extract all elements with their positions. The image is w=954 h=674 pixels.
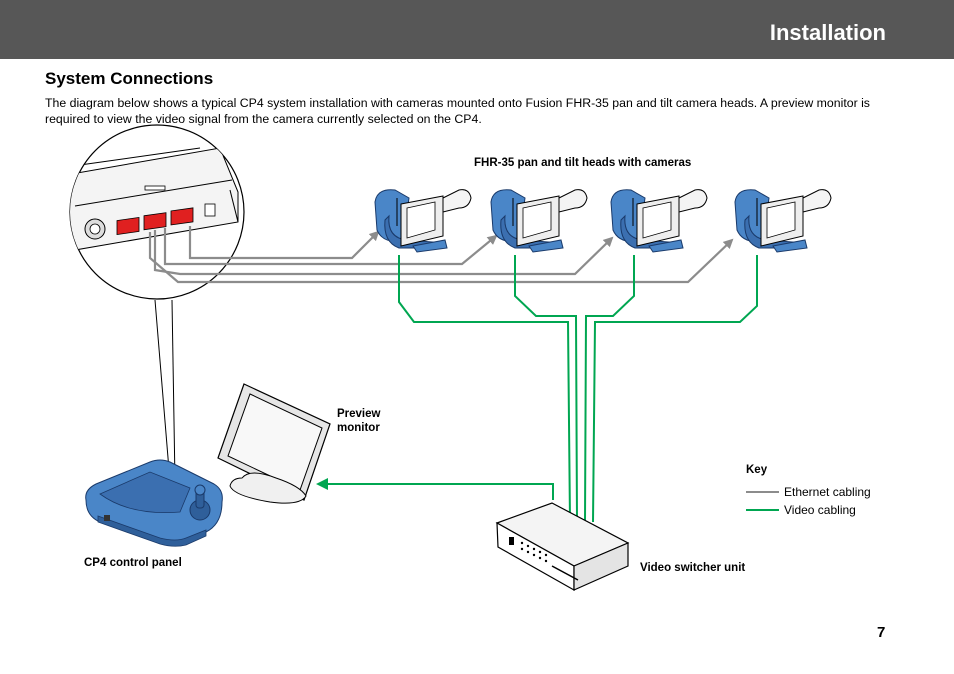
preview-monitor-label-line1: Preview bbox=[337, 408, 381, 420]
camera-head-3 bbox=[610, 189, 708, 253]
page-number: 7 bbox=[877, 624, 886, 641]
video-cable-2 bbox=[514, 255, 578, 523]
video-cable-monitor bbox=[316, 478, 554, 500]
ethernet-cables bbox=[148, 226, 734, 284]
key-video-label: Video cabling bbox=[784, 503, 856, 517]
switcher-label: Video switcher unit bbox=[640, 562, 746, 574]
ethernet-cable-2 bbox=[163, 228, 498, 266]
section-title: System Connections bbox=[45, 69, 214, 88]
camera-head-2 bbox=[490, 189, 588, 253]
ethernet-cable-1 bbox=[188, 226, 380, 260]
camera-head-1 bbox=[374, 189, 472, 253]
video-cable-1 bbox=[398, 255, 571, 523]
cameras-label: FHR-35 pan and tilt heads with cameras bbox=[474, 157, 692, 169]
key-title: Key bbox=[746, 464, 768, 476]
preview-monitor-label-line2: monitor bbox=[337, 422, 380, 434]
video-cable-3 bbox=[584, 255, 635, 523]
header-title: Installation bbox=[769, 20, 886, 45]
zoom-callout-lines bbox=[154, 299, 176, 483]
intro-paragraph: The diagram below shows a typical CP4 sy… bbox=[45, 96, 870, 126]
cp4-control-panel bbox=[85, 459, 223, 547]
ethernet-cable-4 bbox=[148, 232, 734, 284]
cameras-group bbox=[374, 189, 832, 253]
rear-panel-zoom bbox=[69, 124, 245, 300]
camera-head-4 bbox=[734, 189, 832, 253]
ethernet-cable-3 bbox=[153, 230, 614, 276]
control-panel-label: CP4 control panel bbox=[84, 557, 182, 569]
video-cable-4 bbox=[592, 255, 758, 523]
video-switcher-unit bbox=[495, 502, 630, 592]
video-cables bbox=[316, 255, 758, 523]
preview-monitor bbox=[217, 383, 331, 504]
page-header: Installation bbox=[0, 0, 954, 59]
key-ethernet-label: Ethernet cabling bbox=[784, 485, 871, 499]
